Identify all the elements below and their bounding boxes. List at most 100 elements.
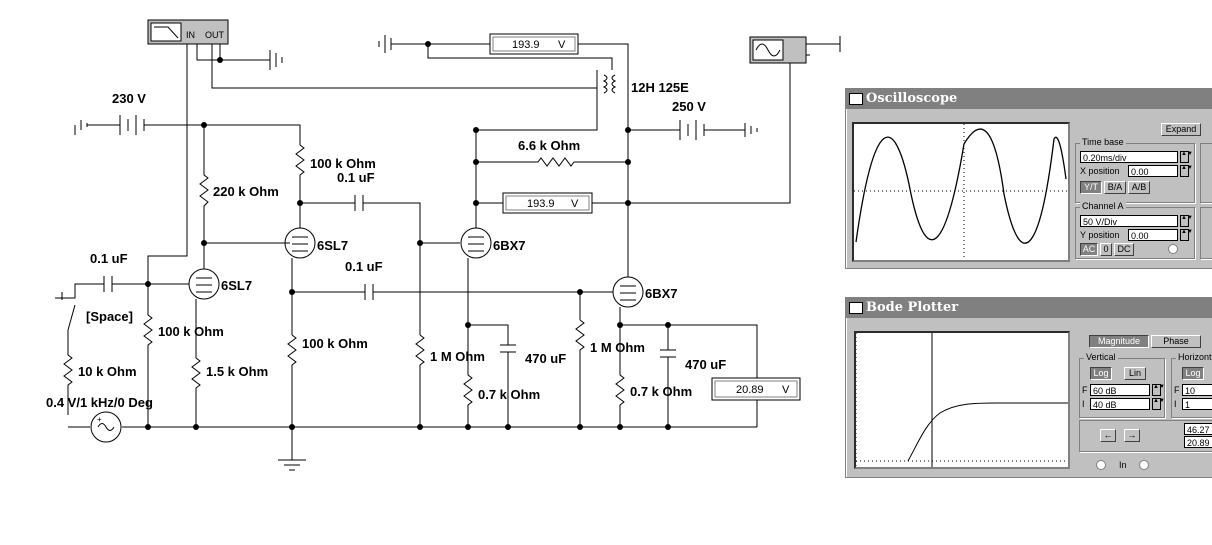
x-position-spinner[interactable]: ▲▼ [1180, 165, 1193, 177]
oscilloscope-title: Oscilloscope [866, 91, 958, 106]
coupling-zero-button[interactable]: 0 [1100, 243, 1112, 256]
channel-a-field[interactable]: 50 V/Div [1080, 215, 1178, 227]
label-230v: 230 V [112, 91, 146, 106]
window-menu-icon[interactable] [849, 93, 863, 105]
cursor-left-button[interactable]: ← [1100, 429, 1116, 442]
readout-group: ← → 46.27 20.89 [1079, 420, 1212, 452]
label-100k-top: 100 k Ohm [310, 156, 376, 171]
output-voltmeter-value: 20.89 [736, 384, 764, 396]
label-0-7k-b: 0.7 k Ohm [630, 384, 692, 399]
label-1m-a: 1 M Ohm [430, 349, 485, 364]
time-base-spinner[interactable]: ▲▼ [1180, 151, 1193, 163]
label-c01-mid: 0.1 uF [345, 259, 383, 274]
mid-voltmeter[interactable]: 193.9 V [502, 192, 593, 214]
vertical-log-button[interactable]: Log [1090, 367, 1112, 380]
label-470uf-a: 470 uF [525, 351, 566, 366]
label-transformer: 12H 125E [631, 80, 689, 95]
label-c01-in: 0.1 uF [90, 251, 128, 266]
label-100k-cathode: 100 k Ohm [302, 336, 368, 351]
vertical-label: Vertical [1084, 352, 1118, 362]
oscilloscope-window[interactable]: Oscilloscope Expand Time base 0.20ms/div… [845, 88, 1212, 269]
channel-a-group: Channel A 50 V/Div ▲▼ Y position 0.00 ▲▼… [1075, 201, 1195, 259]
label-470uf-b: 470 uF [685, 357, 726, 372]
horizontal-label: Horizont [1176, 352, 1212, 362]
magnitude-button[interactable]: Magnitude [1089, 335, 1149, 348]
readout-magnitude: 46.27 [1184, 423, 1212, 435]
vertical-initial-spinner[interactable]: ▲▼ [1152, 398, 1165, 410]
bode-plotter-window[interactable]: Bode Plotter Magnitude Phase Vertical Lo… [845, 297, 1212, 478]
bode-screen [854, 331, 1070, 469]
vertical-initial-field[interactable]: 40 dB [1090, 398, 1150, 410]
label-6-6k: 6.6 k Ohm [518, 138, 580, 153]
expand-button[interactable]: Expand [1161, 123, 1201, 136]
vertical-final-spinner[interactable]: ▲▼ [1152, 384, 1165, 396]
label-tube1: 6SL7 [221, 278, 252, 293]
vertical-group: Vertical Log Lin F 60 dB ▲▼ I 40 dB ▲▼ [1079, 352, 1165, 418]
horizontal-final-label: F [1174, 385, 1180, 395]
y-position-field[interactable]: 0.00 [1128, 229, 1178, 241]
label-10k: 10 k Ohm [78, 364, 137, 379]
vertical-final-label: F [1082, 385, 1088, 395]
channel-b-group-partial [1200, 207, 1212, 259]
output-voltmeter-unit: V [782, 384, 790, 396]
time-base-label: Time base [1080, 137, 1126, 147]
mode-ba-button[interactable]: B/A [1104, 181, 1126, 194]
channel-a-label: Channel A [1080, 201, 1126, 211]
bode-in-terminal-plus[interactable] [1139, 460, 1149, 470]
time-base-field[interactable]: 0.20ms/div [1080, 151, 1178, 163]
mid-voltmeter-value: 193.9 [527, 198, 555, 210]
label-250v: 250 V [672, 99, 706, 114]
oscilloscope-titlebar[interactable]: Oscilloscope [846, 89, 1212, 109]
bode-in-label: IN [186, 30, 195, 40]
label-tube2: 6SL7 [317, 238, 348, 253]
label-100k-grid: 100 k Ohm [158, 324, 224, 339]
x-position-label: X position [1080, 166, 1120, 176]
label-1-5k: 1.5 k Ohm [206, 364, 268, 379]
label-0-7k-a: 0.7 k Ohm [478, 387, 540, 402]
horizontal-initial-label: I [1174, 399, 1177, 409]
window-menu-icon[interactable] [849, 302, 863, 314]
y-position-label: Y position [1080, 230, 1120, 240]
trigger-group-partial [1200, 143, 1212, 203]
cursor-right-button[interactable]: → [1124, 429, 1140, 442]
coupling-ac-button[interactable]: AC [1080, 243, 1098, 256]
x-position-field[interactable]: 0.00 [1128, 165, 1178, 177]
bode-out-label: OUT [205, 30, 225, 40]
bode-titlebar[interactable]: Bode Plotter [846, 298, 1212, 318]
label-tube4: 6BX7 [645, 286, 678, 301]
svg-text:+: + [97, 415, 102, 424]
horizontal-log-button[interactable]: Log [1182, 367, 1204, 380]
horizontal-group: Horizont Log F 10 I 1 [1171, 352, 1212, 418]
vertical-initial-label: I [1082, 399, 1085, 409]
top-voltmeter-value: 193.9 [512, 39, 540, 51]
y-position-spinner[interactable]: ▲▼ [1180, 229, 1193, 241]
label-space-key: [Space] [86, 309, 133, 324]
vertical-final-field[interactable]: 60 dB [1090, 384, 1150, 396]
phase-button[interactable]: Phase [1151, 335, 1201, 348]
channel-a-spinner[interactable]: ▲▼ [1180, 215, 1193, 227]
output-voltmeter[interactable]: 20.89 V [711, 377, 801, 401]
mode-ab-button[interactable]: A/B [1128, 181, 1150, 194]
bode-in-label: In [1119, 460, 1127, 470]
label-generator: 0.4 V/1 kHz/0 Deg [46, 395, 153, 410]
oscilloscope-trace [854, 124, 1068, 260]
bode-curve [855, 333, 1068, 467]
label-220k: 220 k Ohm [213, 184, 279, 199]
channel-a-terminal[interactable] [1168, 244, 1178, 254]
top-voltmeter[interactable]: 193.9 V [489, 33, 579, 55]
readout-frequency: 20.89 [1184, 436, 1212, 448]
oscilloscope-screen [852, 122, 1070, 262]
top-voltmeter-unit: V [558, 39, 566, 51]
label-1m-b: 1 M Ohm [590, 340, 645, 355]
vertical-lin-button[interactable]: Lin [1124, 367, 1146, 380]
label-c01-top: 0.1 uF [337, 170, 375, 185]
time-base-group: Time base 0.20ms/div ▲▼ X position 0.00 … [1075, 137, 1195, 203]
mid-voltmeter-unit: V [571, 198, 579, 210]
mode-yt-button[interactable]: Y/T [1080, 181, 1102, 194]
horizontal-initial-field[interactable]: 1 [1182, 398, 1212, 410]
horizontal-final-field[interactable]: 10 [1182, 384, 1212, 396]
bode-in-terminal-minus[interactable] [1096, 460, 1106, 470]
bode-title: Bode Plotter [866, 300, 959, 315]
circuit-schematic: + 193.9 V [46, 19, 841, 471]
coupling-dc-button[interactable]: DC [1114, 243, 1134, 256]
